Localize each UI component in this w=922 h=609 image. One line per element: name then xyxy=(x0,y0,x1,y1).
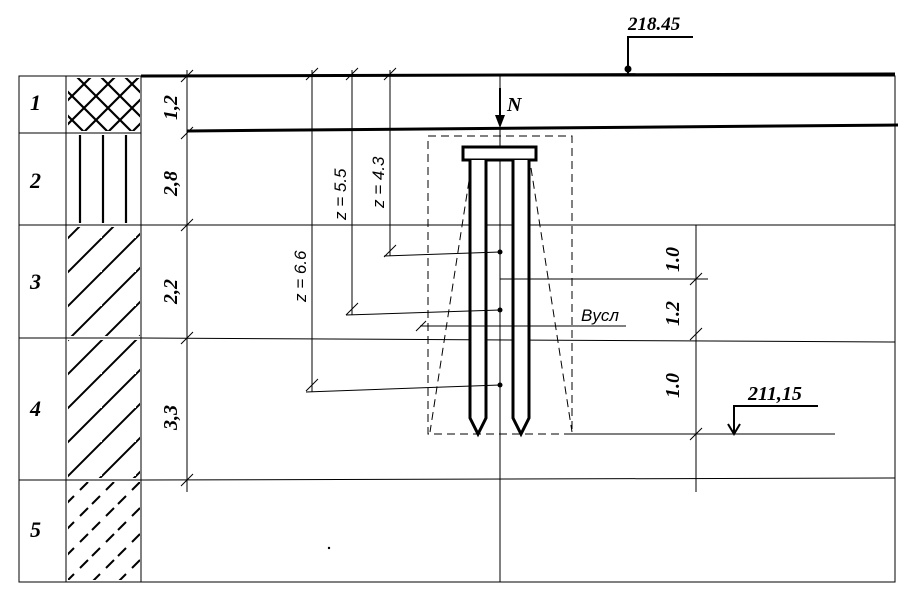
pile-tip-elevation-marker: 211,15 xyxy=(727,383,818,436)
layer-2-hatch xyxy=(68,135,140,223)
z-depth-4-3: z = 4.3 xyxy=(369,156,388,209)
z-depth-6-6: z = 6.6 xyxy=(291,250,310,303)
layer-number-5: 5 xyxy=(30,517,41,542)
load-label: N xyxy=(506,94,523,116)
pile-left xyxy=(468,160,488,438)
layer-thicknesses: 1,2 2,8 2,2 3,3 xyxy=(160,95,182,431)
z-depth-labels: z = 6.6 z = 5.5 z = 4.3 xyxy=(291,156,388,303)
pile-cap xyxy=(461,145,538,162)
segment-length-bottom: 1.0 xyxy=(662,373,684,398)
layer-thickness-2: 2,8 xyxy=(160,171,182,197)
z-depth-dimensions xyxy=(305,67,501,393)
pile-group xyxy=(461,145,538,438)
surface-elevation-marker: 218.45 xyxy=(624,14,693,76)
load-arrow: N xyxy=(495,88,523,128)
segment-dimensions xyxy=(500,225,835,492)
layer-number-4: 4 xyxy=(29,396,41,421)
segment-length-middle: 1.2 xyxy=(662,301,684,326)
soil-column-table xyxy=(18,75,896,583)
stray-dot xyxy=(327,546,331,550)
segment-labels: 1.0 1.2 1.0 xyxy=(662,247,684,398)
layer-number-2: 2 xyxy=(29,168,41,193)
layer-numbers: 1 2 3 4 5 xyxy=(29,90,41,542)
conditional-width-callout: Bусл xyxy=(415,306,626,332)
layer-1-hatch xyxy=(68,78,140,131)
conditional-width-label: Bусл xyxy=(581,306,619,325)
layer-5-hatch xyxy=(68,482,140,580)
layer-number-1: 1 xyxy=(30,90,41,115)
z-depth-5-5: z = 5.5 xyxy=(331,168,350,221)
ground-lines xyxy=(140,72,899,133)
layer-thickness-4: 3,3 xyxy=(160,405,182,431)
pile-tip-elevation-label: 211,15 xyxy=(747,383,802,405)
layer-number-3: 3 xyxy=(29,269,41,294)
layer-4-hatch xyxy=(68,340,140,478)
layer-thickness-3: 2,2 xyxy=(160,279,182,305)
layer-3-hatch xyxy=(68,227,140,336)
soil-hatching xyxy=(68,78,140,580)
segment-length-top: 1.0 xyxy=(662,247,684,272)
layer-thickness-1: 1,2 xyxy=(160,95,182,120)
z-depth-points xyxy=(497,249,503,388)
surface-elevation-label: 218.45 xyxy=(627,14,681,35)
pile-right xyxy=(511,160,531,438)
thickness-dimension-line xyxy=(180,69,194,492)
